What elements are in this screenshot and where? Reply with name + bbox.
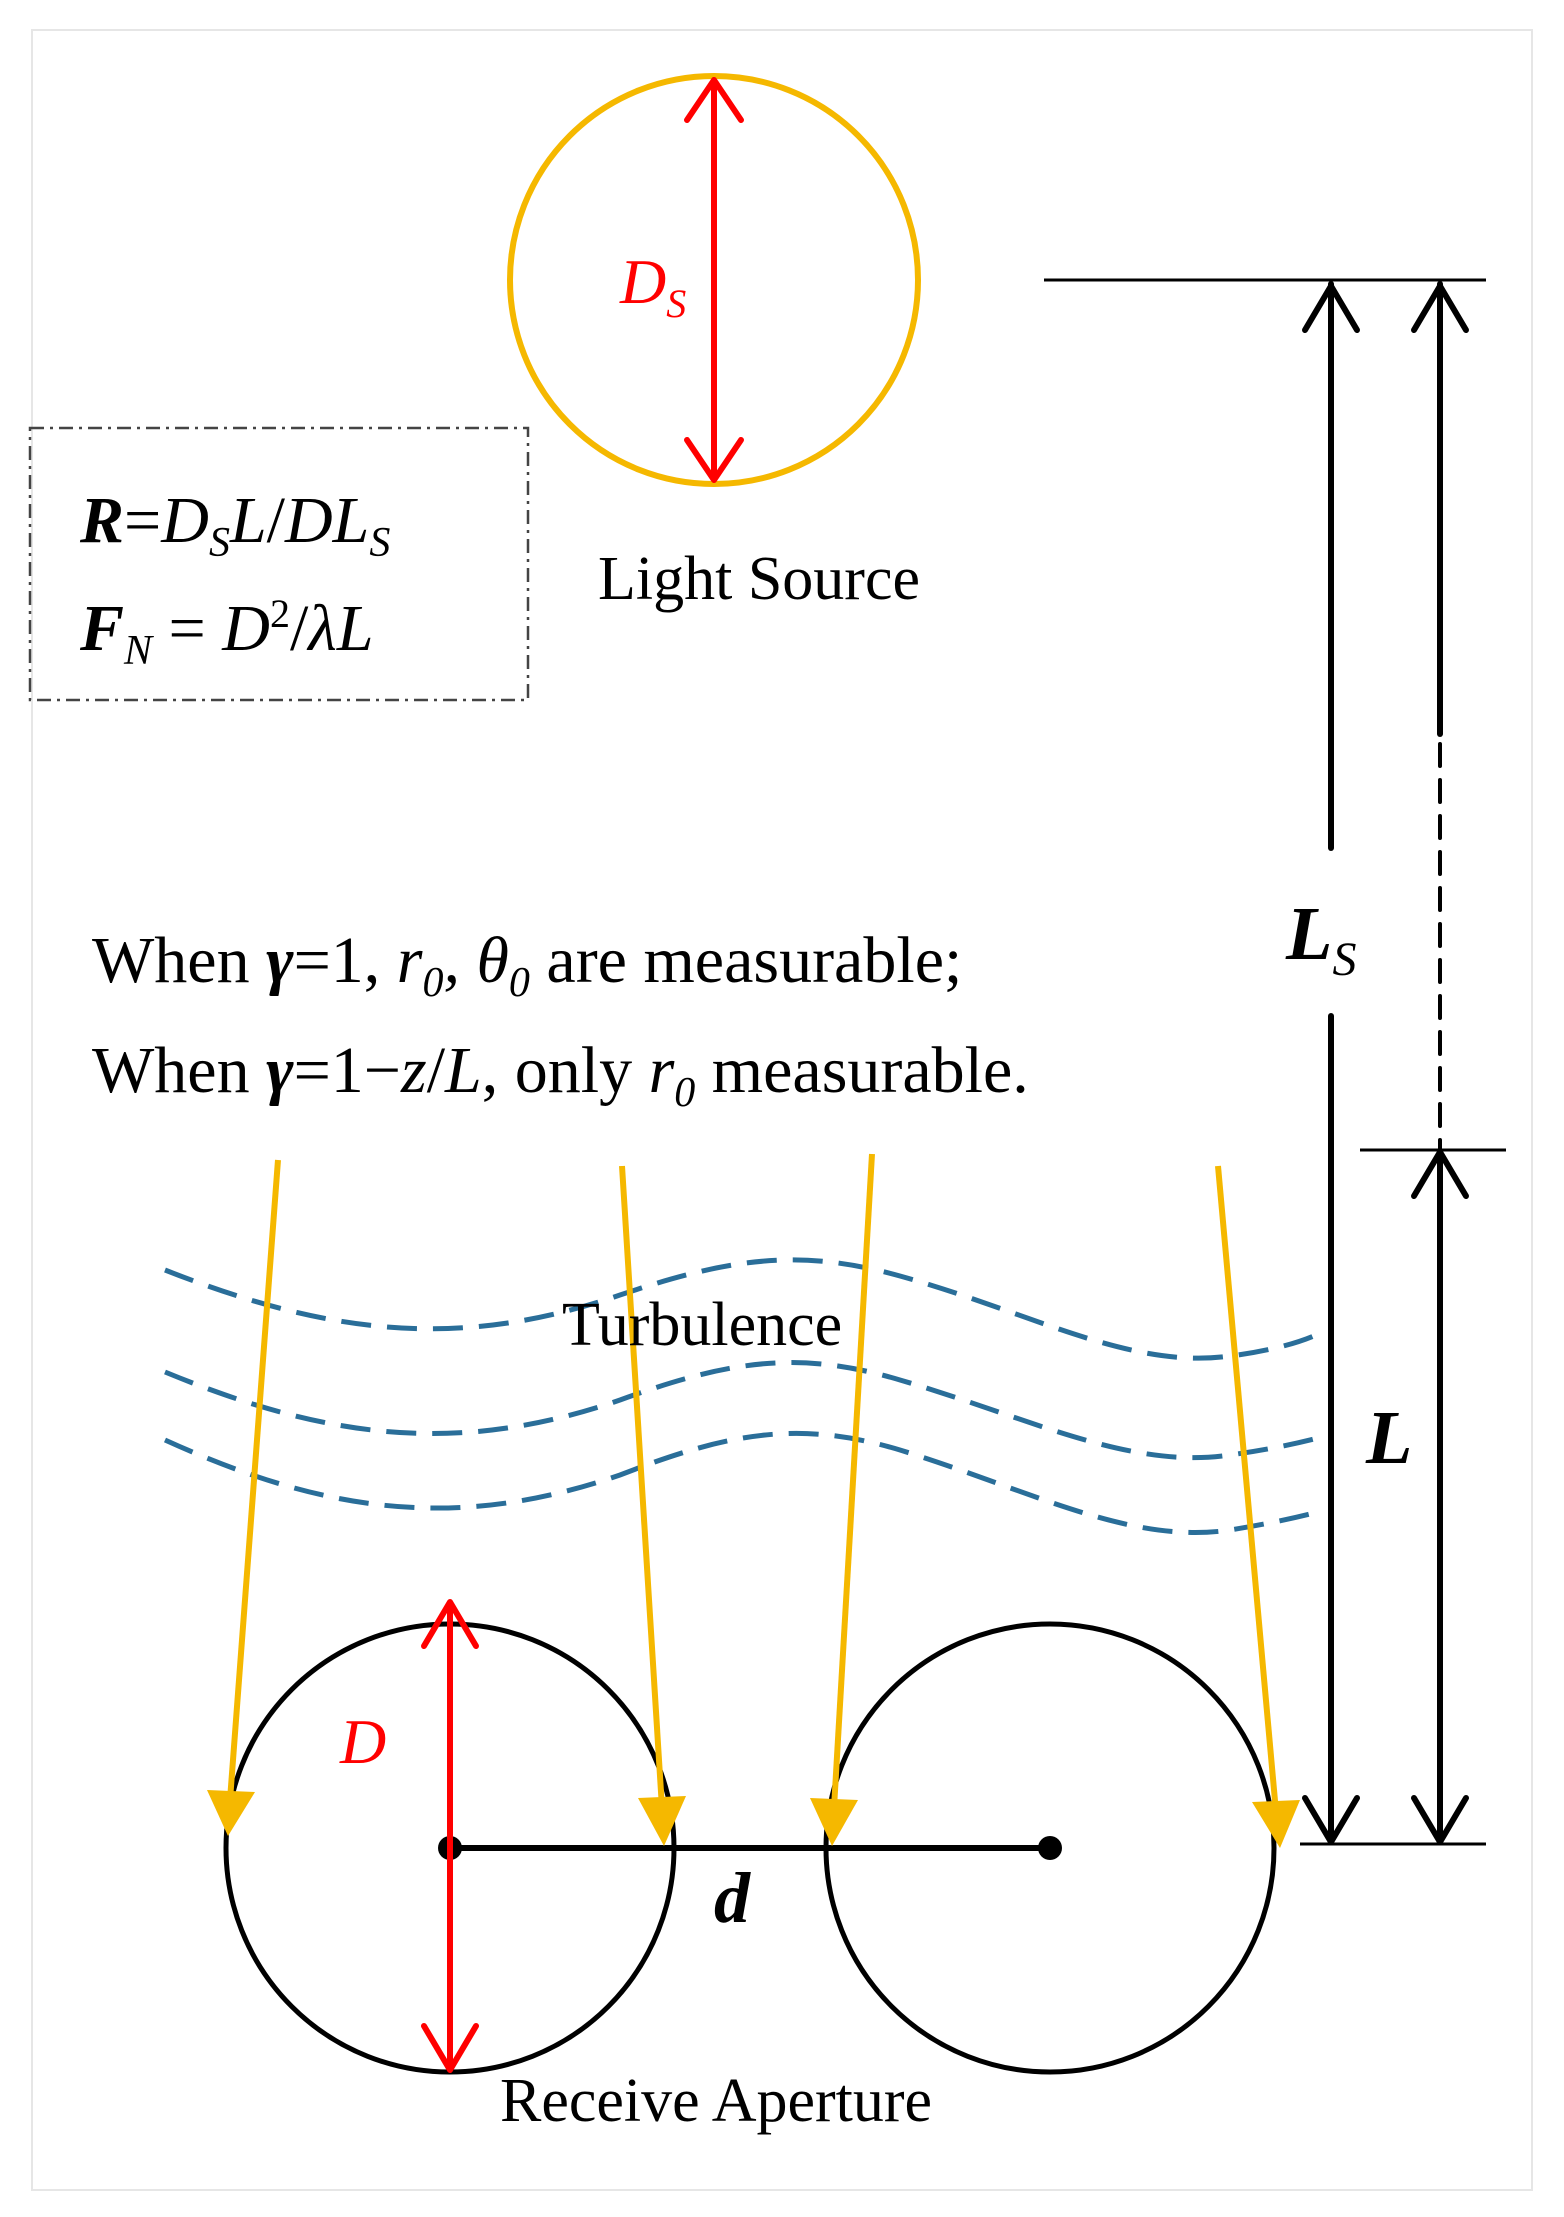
light-ray-2 — [619, 1165, 665, 1809]
light-rays — [227, 1153, 1279, 1813]
aperture-center-right — [1038, 1836, 1062, 1860]
light-ray-3 — [831, 1153, 875, 1809]
l-label: L — [1366, 1396, 1413, 1480]
receive-aperture-label: Receive Aperture — [500, 2067, 933, 2135]
light-ray-1-head — [207, 1790, 255, 1836]
condition-line-1: When γ=1, r0, θ0 are measurable; — [92, 924, 963, 1007]
ds-diameter-arrow — [684, 77, 744, 483]
light-ray-heads — [207, 1790, 1300, 1848]
light-ray-3-head — [810, 1798, 858, 1846]
turbulence-wave-1 — [164, 1257, 1320, 1361]
formula-box — [28, 426, 530, 702]
turbulence-wave-2 — [164, 1360, 1319, 1461]
light-ray-2-head — [638, 1796, 686, 1846]
light-ray-1 — [227, 1159, 281, 1801]
d-diameter-arrow — [421, 1599, 479, 2073]
turbulence-waves — [163, 1257, 1320, 1536]
formula-fn: FN = D2/λL — [80, 591, 374, 675]
d-separation-label: d — [714, 1858, 750, 1938]
turbulence-label: Turbulence — [562, 1291, 843, 1359]
ls-label: LS — [1286, 892, 1357, 987]
light-ray-4 — [1215, 1165, 1279, 1813]
light-ray-4-head — [1252, 1800, 1300, 1848]
d-diameter-label: D — [340, 1706, 387, 1777]
figure-frame — [31, 29, 1533, 2191]
formula-r: R=DSL/DLS — [80, 484, 391, 567]
light-source-label: Light Source — [598, 545, 920, 613]
ls-dimension-arrow — [1302, 281, 1360, 1845]
light-source-circle — [507, 73, 921, 487]
ds-label: DS — [620, 246, 687, 326]
l-dimension-arrow — [1411, 281, 1469, 1845]
turbulence-wave-3 — [163, 1430, 1319, 1536]
condition-line-2: When γ=1−z/L, only r0 measurable. — [92, 1034, 1029, 1117]
